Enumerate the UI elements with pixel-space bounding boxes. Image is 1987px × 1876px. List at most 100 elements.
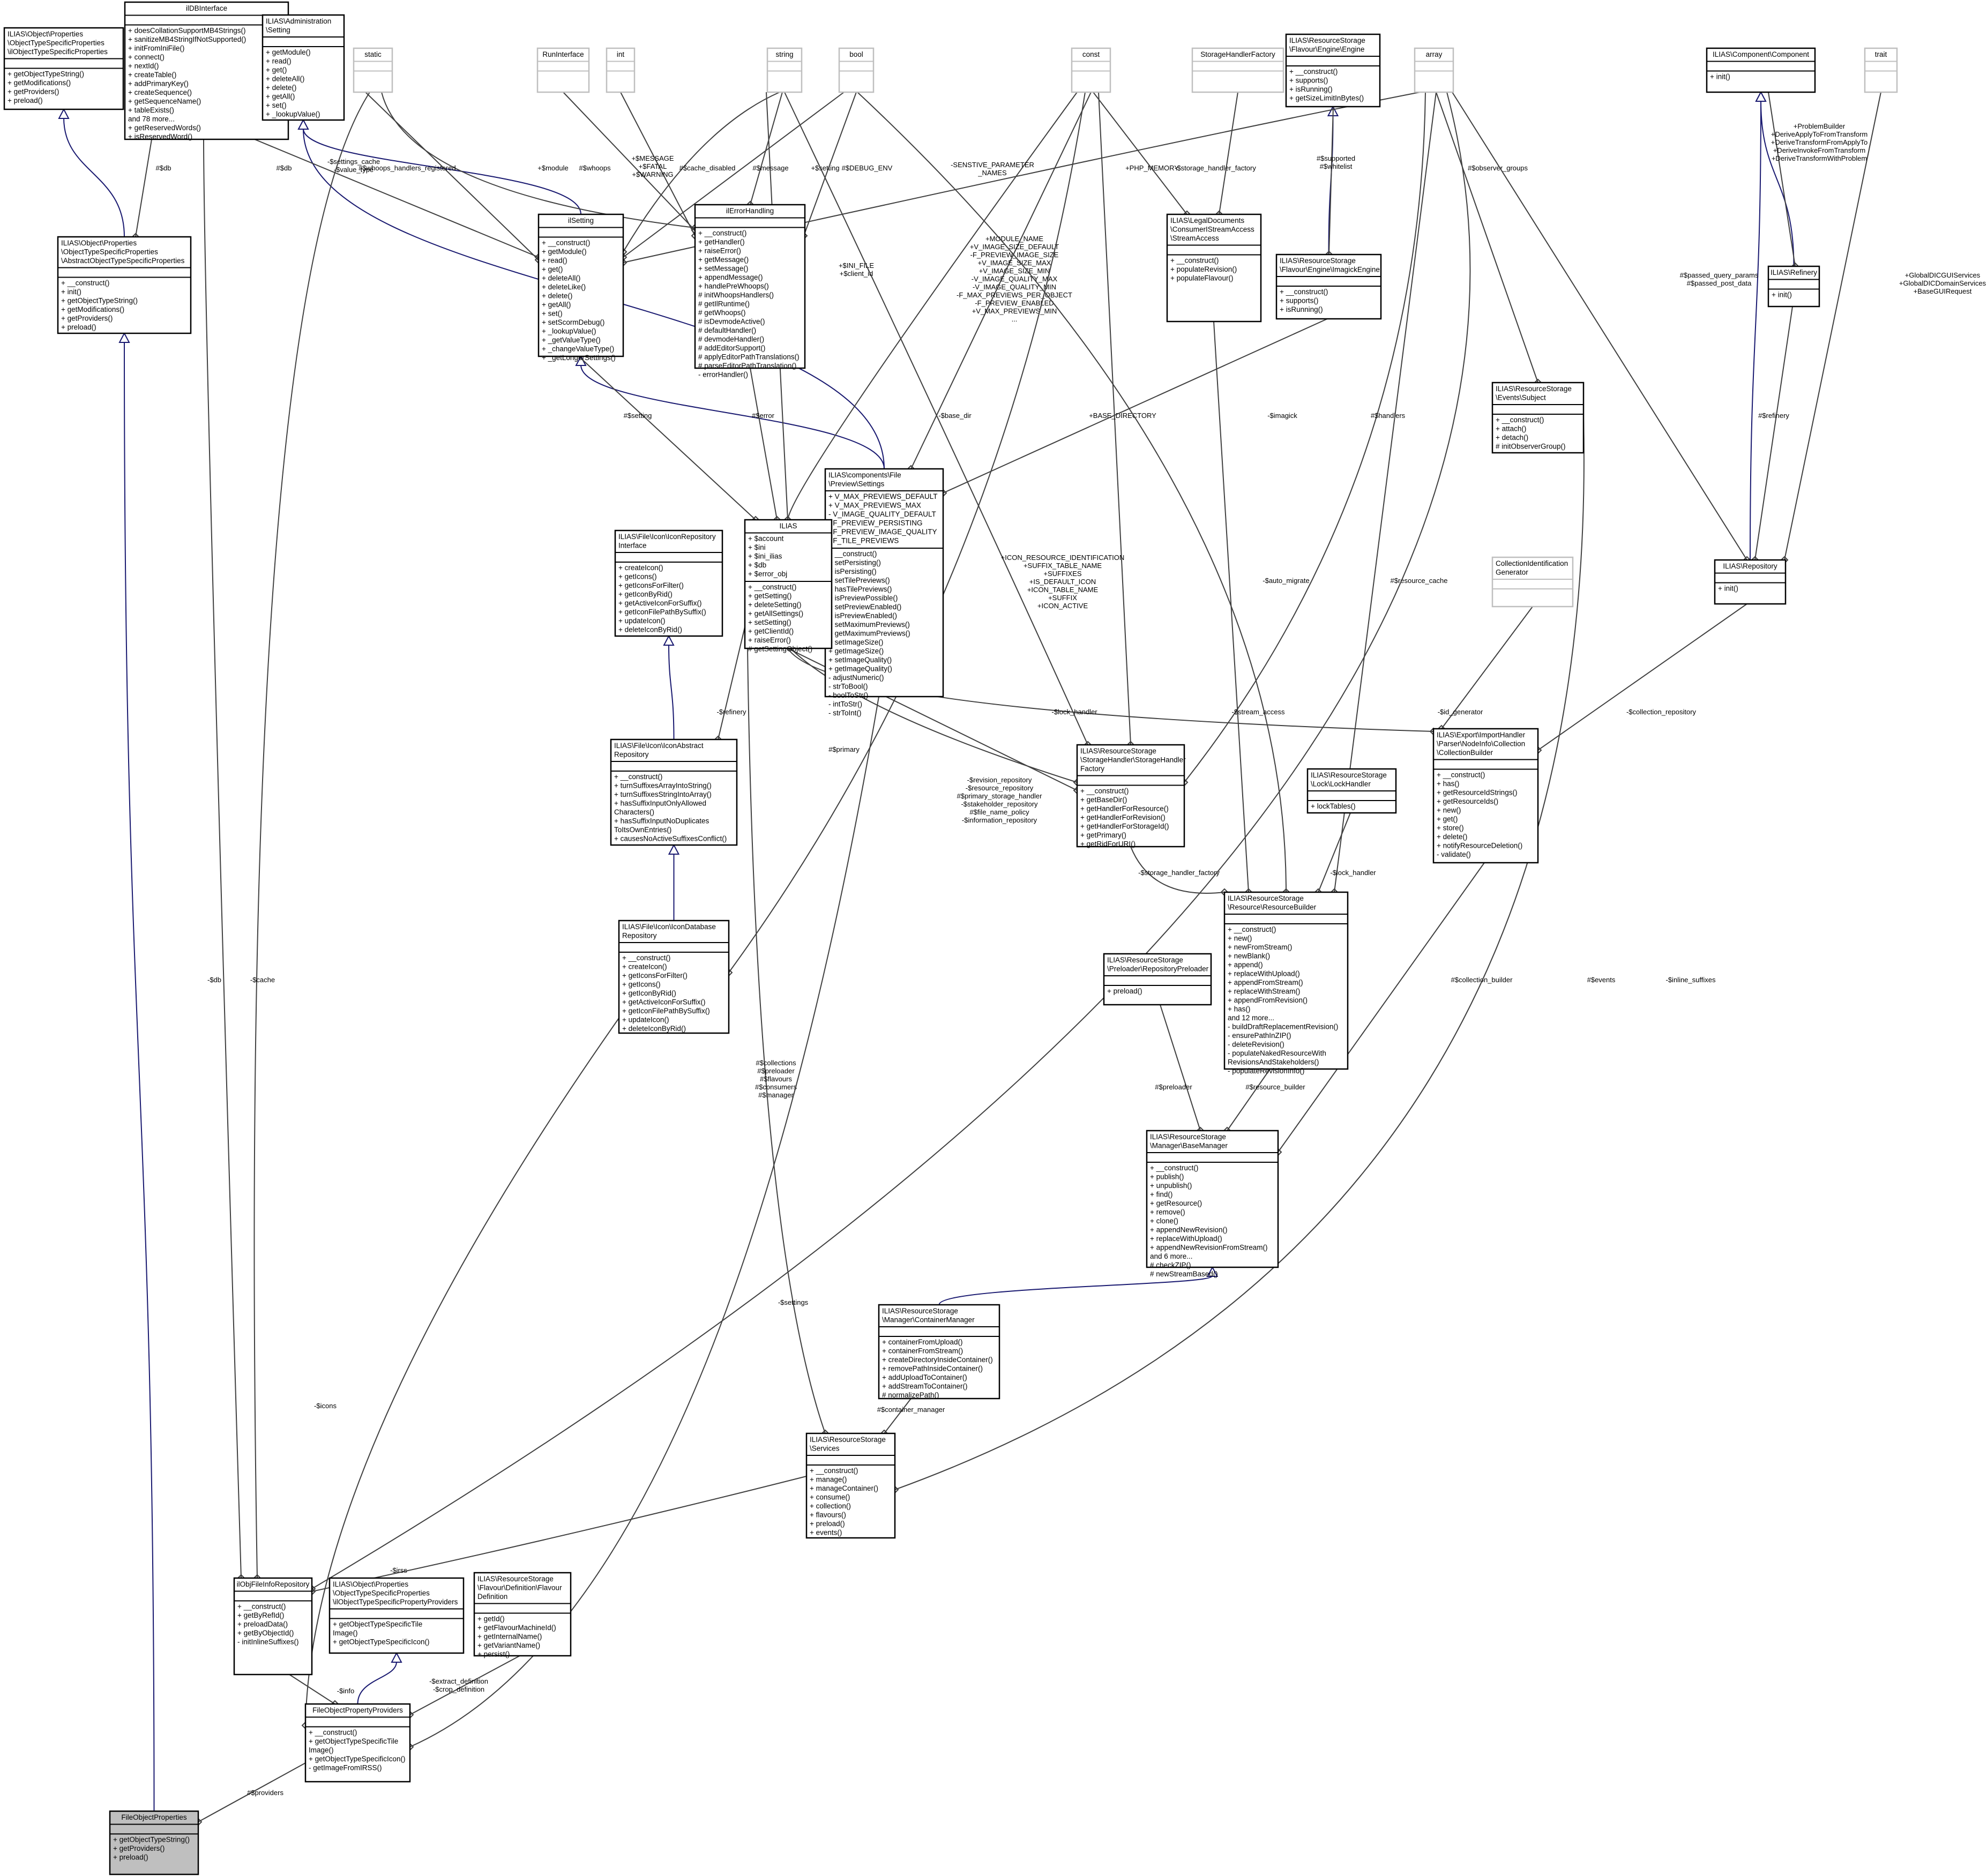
class-operation: + getMessage() — [698, 256, 749, 264]
edge-label: -$info — [337, 1687, 355, 1695]
class-node-engine[interactable]: ILIAS\ResourceStorage\Flavour\Engine\Eng… — [1285, 33, 1381, 108]
class-operation: + getModifications() — [8, 79, 71, 87]
class-node-fopp[interactable]: FileObjectPropertyProviders+ __construct… — [304, 1703, 411, 1783]
class-node-iconabstract[interactable]: ILIAS\File\Icon\IconAbstractRepository+ … — [610, 738, 738, 846]
class-node-shfactory[interactable]: StorageHandlerFactory — [1191, 47, 1284, 93]
inheritance-edge — [357, 1651, 402, 1705]
class-operation: + __construct() — [1228, 925, 1276, 933]
class-node-static[interactable]: static — [353, 47, 393, 93]
class-node-runinterface[interactable]: RunInterface — [536, 47, 590, 93]
class-operation: + getBaseDir() — [1080, 796, 1127, 804]
class-node-bool[interactable]: bool — [838, 47, 875, 93]
class-title: const — [1082, 50, 1100, 58]
association-edge: #$refinery — [1751, 306, 1793, 564]
class-title: \Manager\BaseManager — [1150, 1142, 1228, 1150]
class-operation: + supports() — [1289, 77, 1328, 85]
class-node-imagick[interactable]: ILIAS\ResourceStorage\Flavour\Engine\Ima… — [1275, 253, 1382, 320]
class-node-trait[interactable]: trait — [1864, 47, 1898, 93]
class-title: \Flavour\Engine\Engine — [1289, 46, 1364, 54]
edge-label: #$db — [156, 164, 171, 172]
class-node-services[interactable]: ILIAS\ResourceStorage\Services+ __constr… — [805, 1432, 896, 1539]
class-operation: + detach() — [1496, 434, 1528, 442]
class-node-string[interactable]: string — [766, 47, 803, 93]
class-node-fop[interactable]: FileObjectProperties+ getObjectTypeStrin… — [109, 1810, 199, 1875]
class-node-flavourdef[interactable]: ILIAS\ResourceStorage\Flavour\Definition… — [473, 1572, 572, 1658]
class-operation: + containerFromStream() — [882, 1347, 963, 1355]
edge-label: #$providers — [247, 1789, 283, 1797]
inheritance-edge — [668, 843, 680, 921]
class-operation: + clone() — [1150, 1217, 1178, 1225]
class-title: ILIAS\Refinery — [1771, 268, 1817, 276]
class-node-ilerror[interactable]: ilErrorHandling+ __construct()+ getHandl… — [694, 204, 806, 379]
class-operation: + __construct() — [622, 954, 670, 962]
class-operation: + getModifications() — [61, 305, 124, 313]
class-operation: RevisionsAndStakeholders() — [1228, 1058, 1319, 1066]
class-node-abstractotsp[interactable]: ILIAS\Object\Properties\ObjectTypeSpecif… — [57, 236, 192, 334]
class-operation: + find() — [1150, 1191, 1172, 1199]
class-operation: + tableExists() — [128, 106, 174, 114]
class-operation: + getIconFilePathBySuffix() — [618, 608, 706, 616]
class-operation: - intToStr() — [828, 700, 862, 708]
class-operation: # defaultHandler() — [698, 326, 756, 334]
class-operation: + __construct() — [542, 239, 590, 247]
class-title: \Manager\ContainerManager — [882, 1316, 975, 1324]
class-node-const[interactable]: const — [1071, 47, 1111, 93]
class-node-iconrepoif[interactable]: ILIAS\File\Icon\IconRepositoryInterface+… — [614, 529, 723, 637]
edge-label: -$stakeholder_repository — [961, 800, 1038, 808]
class-title: bool — [849, 50, 863, 58]
class-node-adminsetting[interactable]: ILIAS\Administration\Setting+ getModule(… — [262, 14, 345, 121]
class-node-basemanager[interactable]: ILIAS\ResourceStorage\Manager\BaseManage… — [1146, 1130, 1279, 1278]
association-edge: #$error — [750, 368, 781, 524]
class-node-iotsp[interactable]: ILIAS\Object\Properties\ObjectTypeSpecif… — [3, 27, 124, 110]
class-node-containermgr[interactable]: ILIAS\ResourceStorage\Manager\ContainerM… — [878, 1304, 1000, 1400]
edge-label: +BASE_DIRECTORY — [1089, 412, 1156, 420]
edge-label: -$db — [207, 976, 221, 984]
class-title: ILIAS\ResourceStorage — [1080, 747, 1156, 755]
class-operation: + preload() — [113, 1853, 148, 1862]
class-node-refinery[interactable]: ILIAS\Refinery+ init() — [1767, 265, 1820, 308]
association-edge: -$storage_handler_factory — [1130, 846, 1229, 896]
class-operation: + hasSuffixInputNoDuplicates — [614, 817, 709, 825]
class-node-previewsettings[interactable]: ILIAS\components\File\Preview\Settings+ … — [824, 468, 944, 717]
class-node-ilsetting[interactable]: ilSetting+ __construct()+ getModule()+ r… — [537, 213, 624, 362]
class-operation: - validate() — [1437, 850, 1471, 858]
class-operation: + deleteAll() — [266, 75, 304, 83]
class-operation: + replaceWithUpload() — [1228, 970, 1300, 978]
class-node-component[interactable]: ILIAS\Component\Component+ init() — [1706, 47, 1816, 93]
class-node-streamaccess[interactable]: ILIAS\LegalDocuments\ConsumerIStreamAcce… — [1166, 213, 1262, 323]
class-node-propproviders[interactable]: ILIAS\Object\Properties\ObjectTypeSpecif… — [328, 1577, 465, 1654]
class-operation: + hasSuffixInputOnlyAllowed — [614, 799, 706, 808]
class-node-icondb[interactable]: ILIAS\File\Icon\IconDatabaseRepository+ … — [618, 920, 730, 1034]
class-title: ILIAS\ResourceStorage — [810, 1436, 886, 1444]
class-node-int[interactable]: int — [606, 47, 636, 93]
edge-label: -F_PREVIEW_ENABLED — [975, 299, 1054, 307]
class-node-collbuilder[interactable]: ILIAS\Export\ImportHandler\Parser\NodeIn… — [1432, 728, 1539, 864]
class-node-array[interactable]: array — [1414, 47, 1454, 93]
class-node-filerepo[interactable]: ilObjFileInfoRepository+ __construct()+ … — [233, 1577, 313, 1676]
class-operation: + setPreviewEnabled() — [828, 603, 901, 611]
class-node-subject[interactable]: ILIAS\ResourceStorage\Events\Subject+ __… — [1491, 382, 1585, 454]
class-node-resbuilder[interactable]: ILIAS\ResourceStorage\Resource\ResourceB… — [1223, 891, 1349, 1075]
class-title: \Setting — [266, 26, 290, 34]
class-title: ILIAS\Repository — [1723, 562, 1777, 570]
class-operation: + __construct() — [1437, 771, 1485, 779]
class-node-repository[interactable]: ILIAS\Repository + init() — [1714, 559, 1787, 605]
association-edge: -$imagick — [939, 318, 1328, 497]
class-node-ildb[interactable]: ilDBInterface+ doesCollationSupportMB4St… — [124, 1, 289, 141]
class-operation: + getObjectTypeString() — [61, 297, 138, 305]
class-operation: + populateFlavour() — [1170, 274, 1233, 282]
class-operation: + getAllSettings() — [748, 610, 803, 618]
class-node-lockhandler[interactable]: ILIAS\ResourceStorage\Lock\LockHandler+ … — [1306, 768, 1397, 814]
class-node-ilias[interactable]: ILIAS+ $account+ $ini+ $ini_ilias+ $db+ … — [744, 519, 833, 653]
class-operation: + preload() — [8, 96, 43, 104]
class-title: Repository — [614, 751, 649, 759]
class-node-shf[interactable]: ILIAS\ResourceStorage\StorageHandler\Sto… — [1076, 744, 1186, 848]
class-operation: + getMaximumPreviews() — [828, 630, 910, 638]
association-edge: #$container_manager — [877, 1398, 945, 1438]
class-operation: + init() — [1718, 585, 1738, 593]
class-title: ILIAS\LegalDocuments — [1170, 216, 1244, 225]
edge-label: -$imagick — [1267, 412, 1297, 420]
class-node-preloader[interactable]: ILIAS\ResourceStorage\Preloader\Reposito… — [1103, 953, 1212, 1006]
class-attribute: + V_MAX_PREVIEWS_MAX — [828, 502, 921, 510]
